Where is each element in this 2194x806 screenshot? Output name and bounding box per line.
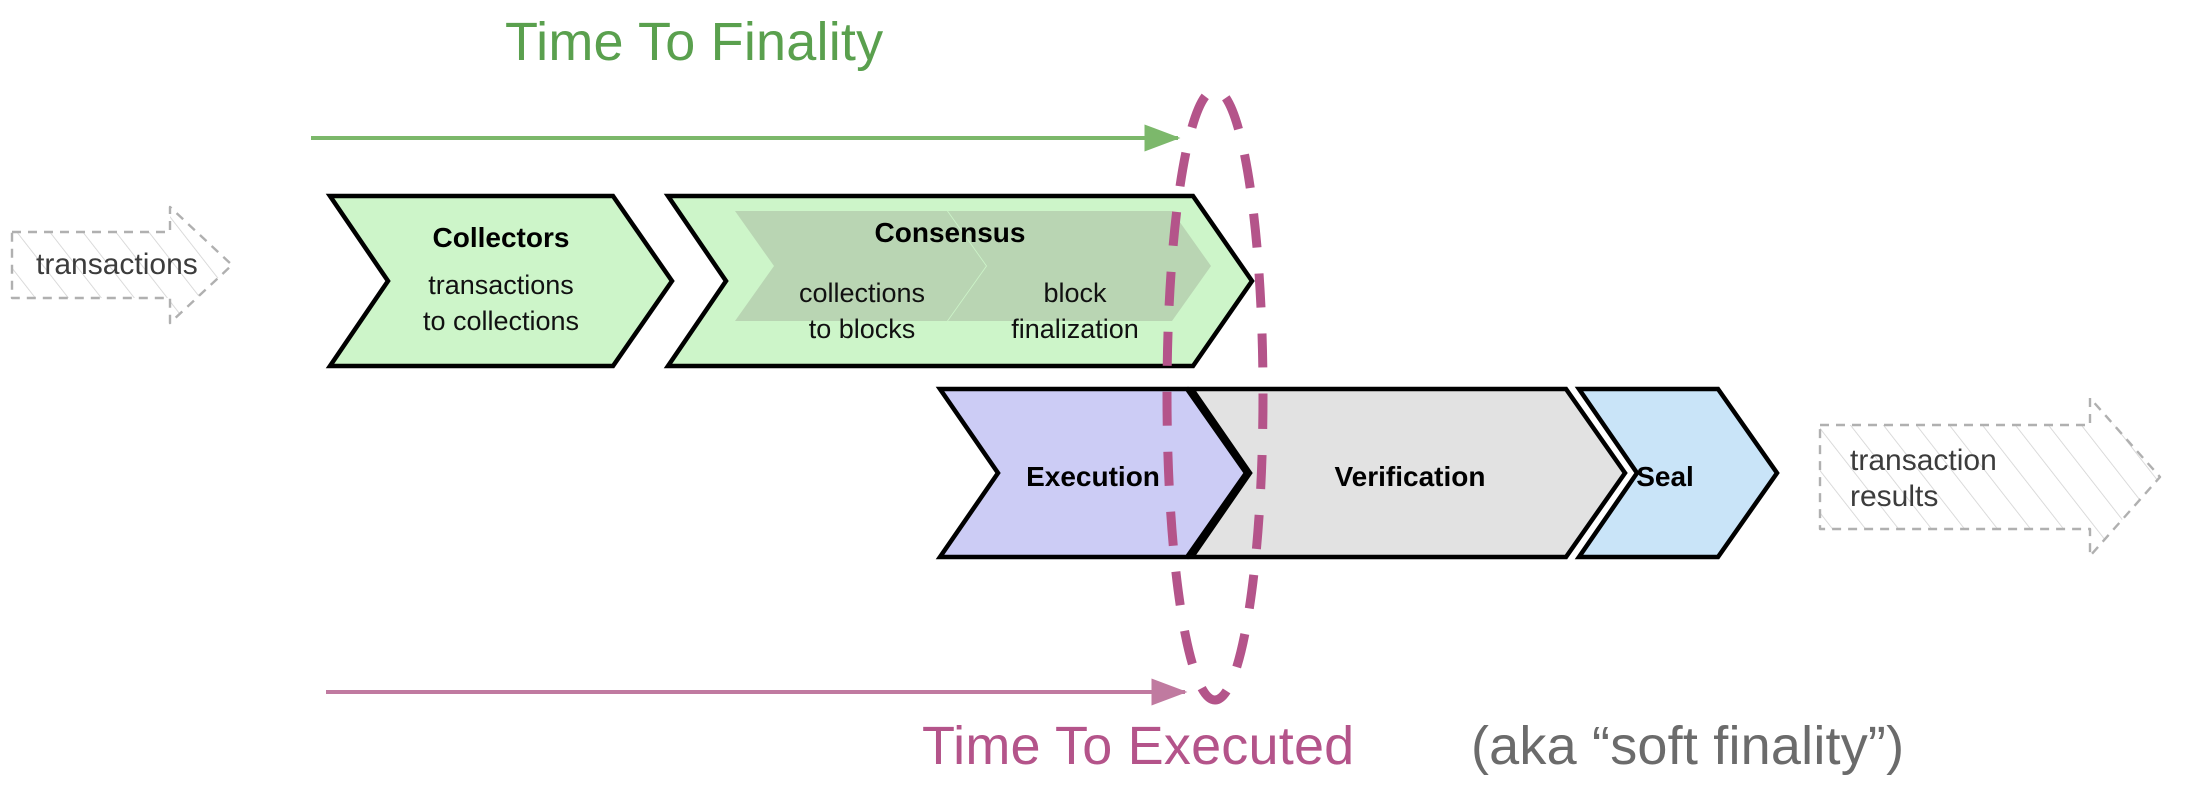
collectors-subtitle-line2: to collections — [422, 306, 580, 336]
chevron-collections-to-blocks — [735, 211, 986, 321]
time-to-executed-title: Time To Executed — [922, 716, 1355, 776]
collections-to-blocks-line1: collections — [798, 278, 926, 308]
block-finalization-line2: finalization — [1011, 314, 1139, 344]
consensus-title: Consensus — [874, 217, 1026, 248]
chevron-seal — [1574, 386, 1780, 560]
finality-boundary-ellipse — [1162, 85, 1268, 705]
input-ghost-arrow — [10, 205, 234, 325]
block-finalization-line1: block — [1043, 278, 1107, 308]
collections-to-blocks-line2: to blocks — [808, 314, 916, 344]
soft-finality-note: (aka “soft finality”) — [1471, 716, 1905, 776]
output-ghost-arrow — [1818, 396, 2162, 558]
collectors-subtitle-line1: transactions — [428, 270, 574, 300]
chevron-collectors — [325, 193, 675, 369]
output-results-label-line2: results — [1850, 480, 1939, 513]
output-results-label-line1: transaction — [1850, 444, 1997, 477]
execution-title: Execution — [1026, 461, 1160, 492]
collectors-title: Collectors — [432, 222, 570, 253]
input-transactions-label: transactions — [36, 248, 198, 281]
chevron-verification — [1187, 386, 1628, 560]
seal-title: Seal — [1636, 461, 1694, 492]
verification-title: Verification — [1334, 461, 1486, 492]
chevron-block-finalization — [948, 211, 1211, 321]
time-to-finality-title: Time To Finality — [505, 12, 884, 72]
